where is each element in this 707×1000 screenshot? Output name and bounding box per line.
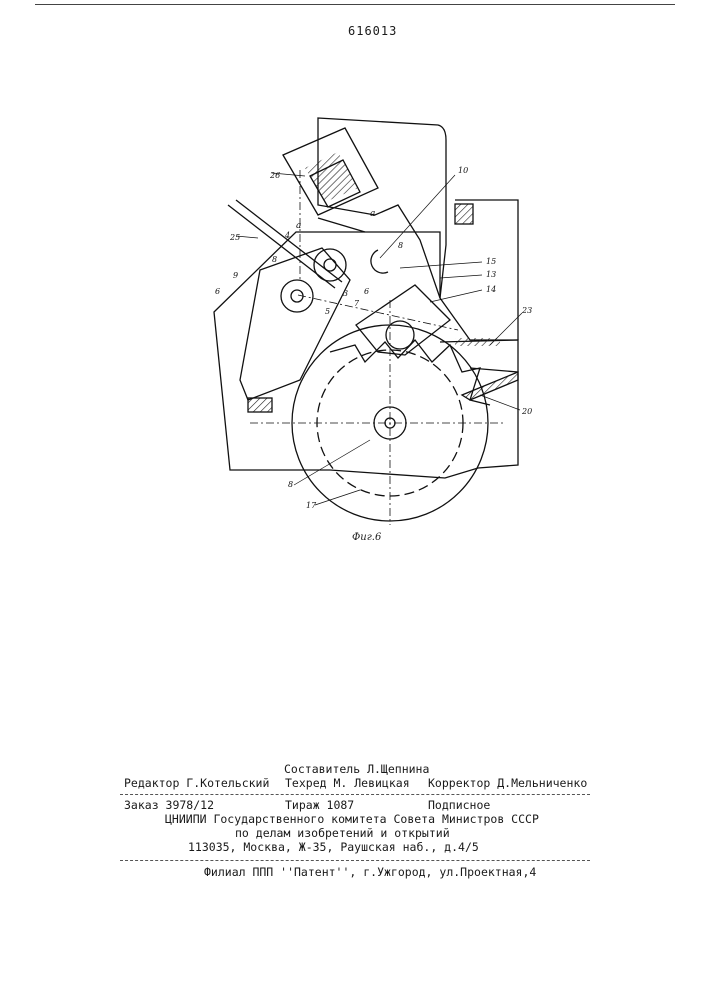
label-13: 13 [486,270,496,279]
label-8a: 8 [272,255,277,264]
editor: Редактор Г.Котельский [124,778,269,790]
label-5: 5 [325,307,330,316]
branch: Филиал ППП ''Патент'', г.Ужгород, ул.Про… [204,867,536,879]
arc-8 [371,250,388,273]
subscription: Подписное [428,800,490,812]
label-20: 20 [521,407,532,416]
figure-caption: Фиг.6 [352,532,381,543]
label-7: 7 [354,299,360,308]
block-26-inner [305,152,358,202]
upper-housing [318,118,446,298]
label-25: 25 [229,233,240,242]
technical-drawing: 26 10 25 4 а а 8 8 9 6 3 5 6 7 15 13 14 … [0,0,707,560]
label-17: 17 [306,501,317,510]
compiler: Составитель Л.Щепнина [284,764,429,776]
circulation: Тираж 1087 [285,800,354,812]
hatched-block-top [455,204,473,224]
label-6b: 6 [364,287,369,296]
label-9: 9 [233,271,238,280]
hatched-20 [462,372,518,400]
separator-2 [120,860,590,862]
label-a1: а [296,221,301,231]
label-8b: 8 [398,241,403,250]
label-15: 15 [486,257,496,266]
separator-1 [120,794,590,796]
org-line-1: ЦНИИПИ Государственного комитета Совета … [165,814,539,826]
label-4: 4 [284,231,290,240]
address: 113035, Москва, Ж-35, Раушская наб., д.4… [188,842,479,854]
element-14 [356,285,450,355]
corrector: Корректор Д.Мельниченко [428,778,587,790]
roller-lower [281,280,313,312]
org-line-2: по делам изобретений и открытий [235,828,450,840]
label-6: 6 [215,287,220,296]
label-14: 14 [486,285,496,294]
hatched-block-bottom [248,398,272,412]
label-26: 26 [269,171,280,180]
techred: Техред М. Левицкая [285,778,410,790]
label-a2: а [370,209,375,219]
label-8c: 8 [288,480,293,489]
label-3: 3 [343,289,348,298]
shaft-25 [228,200,342,288]
main-housing [214,232,518,478]
label-23: 23 [521,306,532,315]
label-10: 10 [458,166,468,175]
order: Заказ 3978/12 [124,800,214,812]
